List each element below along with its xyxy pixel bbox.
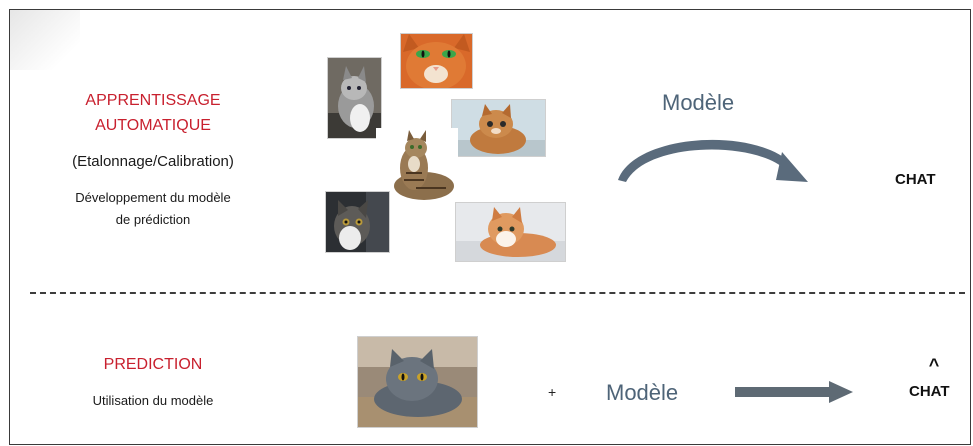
corner-shade [10, 10, 80, 70]
plus-sign: + [548, 384, 557, 400]
section-desc-line2: de prédiction [115, 212, 191, 227]
output-label-top: CHAT [895, 171, 936, 188]
section-desc-line1: Développement du modèle [75, 190, 231, 205]
section-title-line2: AUTOMATIQUE [95, 117, 211, 134]
output-label-bottom: CHAT [909, 383, 950, 400]
cat-photo-orange-green-eyes [400, 33, 473, 89]
model-label-bottom: Modèle [606, 380, 679, 405]
curved-arrow [618, 139, 808, 182]
cat-photo-orange-white [455, 202, 566, 262]
prediction-title: PREDICTION [103, 356, 203, 373]
cat-photo-dark-kitten [325, 191, 390, 253]
cat-photo-ginger-kitten [451, 99, 546, 157]
section-title-line1: APPRENTISSAGE [85, 92, 221, 109]
section-divider [30, 292, 965, 294]
model-label-top: Modèle [662, 90, 735, 115]
cat-photo-grey-kitten [327, 57, 382, 139]
prediction-desc: Utilisation du modèle [92, 393, 214, 408]
section-subtitle: (Etalonnage/Calibration) [72, 153, 234, 170]
hat-symbol: ^ [928, 355, 940, 375]
right-arrow [735, 381, 853, 403]
cat-photo-british-shorthair [357, 336, 478, 428]
